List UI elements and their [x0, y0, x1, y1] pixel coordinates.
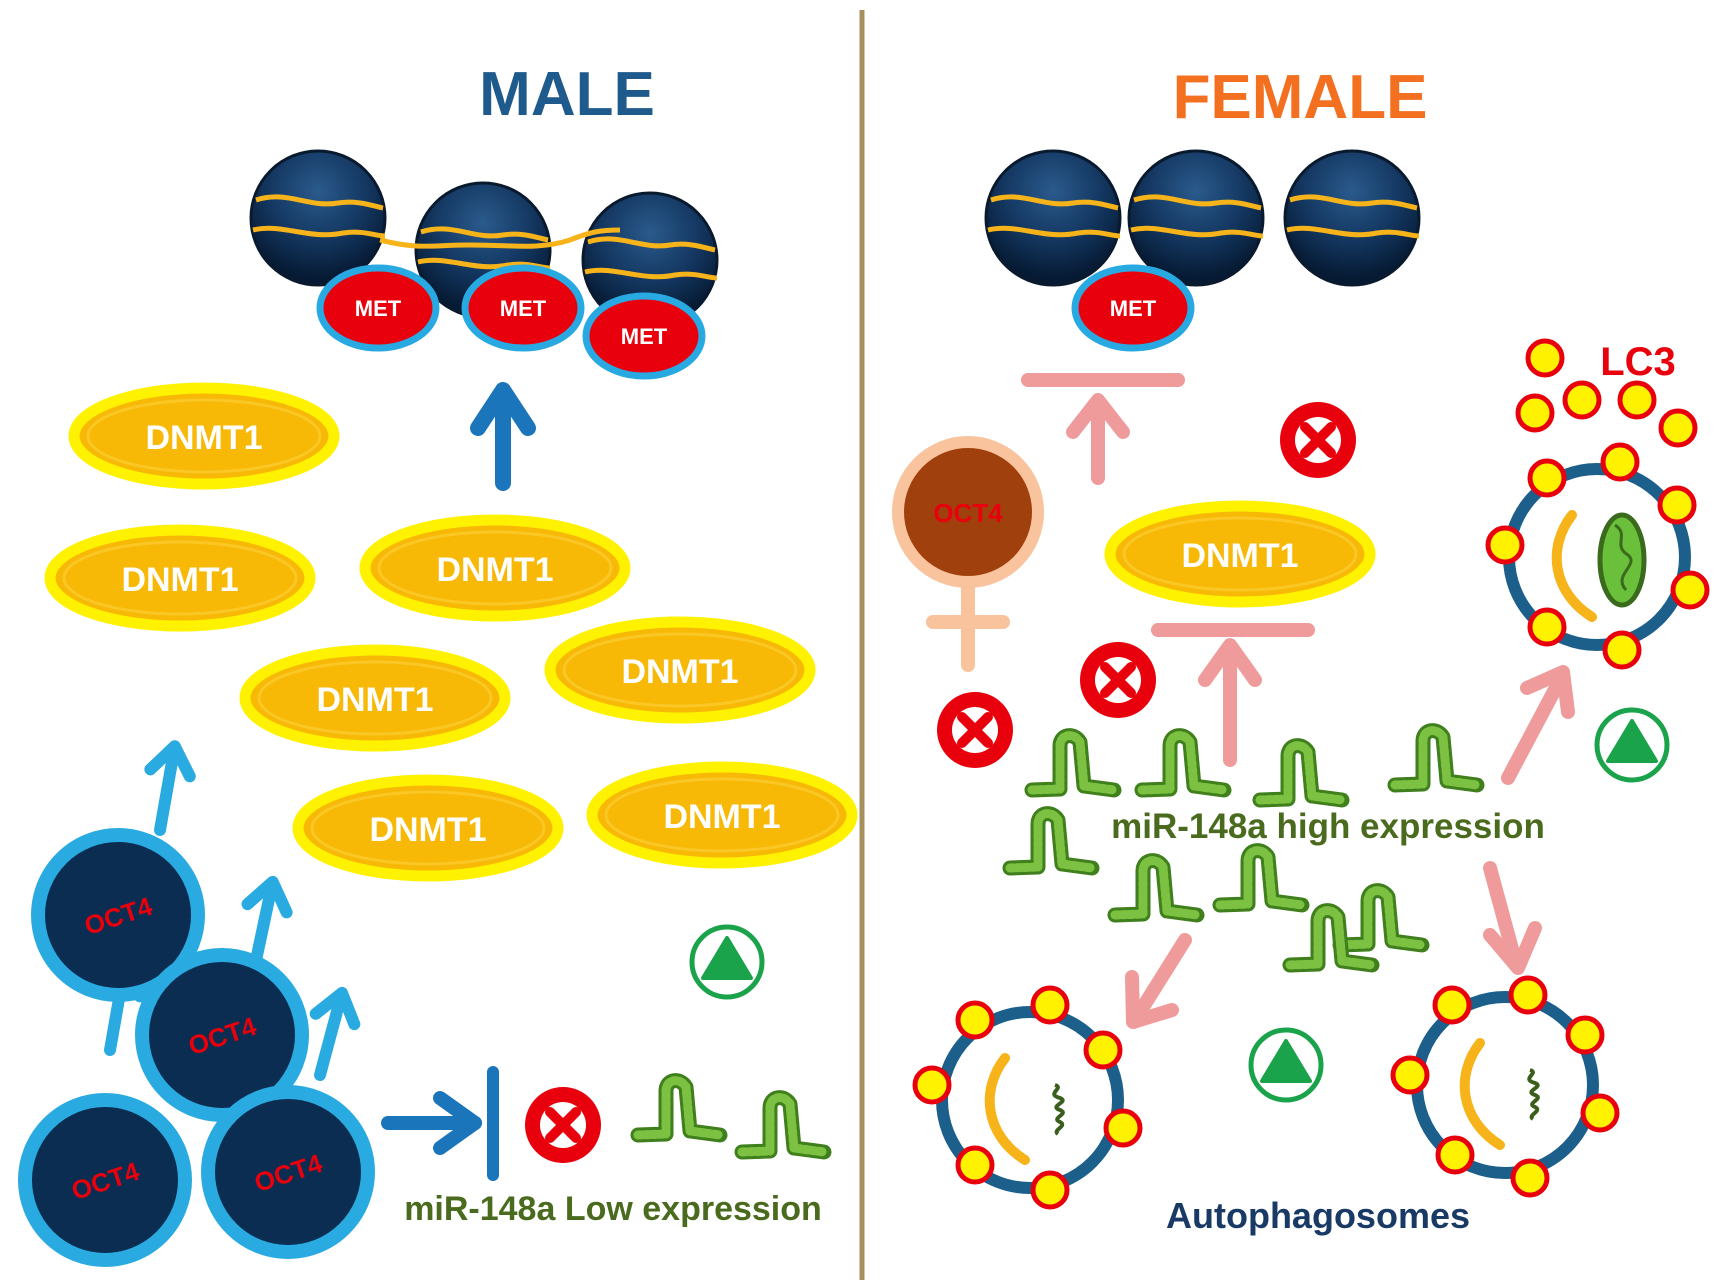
met-mark-female: MET	[1071, 264, 1195, 352]
mirna-icon	[1010, 814, 1092, 868]
up-symbol-icon	[1251, 1030, 1321, 1100]
dnmt1-label: DNMT1	[621, 653, 738, 691]
met-mark-2: MET	[461, 264, 585, 352]
dnmt1-label: DNMT1	[121, 561, 238, 599]
met-label: MET	[1110, 296, 1157, 321]
mir-high-label: miR-148a high expression	[1111, 807, 1545, 846]
met-label: MET	[621, 324, 668, 349]
dnmt1-female: DNMT1	[1110, 506, 1370, 602]
no-symbol-icon	[937, 692, 1013, 768]
female-nucleosomes	[986, 151, 1419, 285]
dnmt1-label: DNMT1	[1181, 537, 1298, 575]
no-symbol-icon	[1280, 402, 1356, 478]
male-title: MALE	[479, 60, 655, 129]
met-label: MET	[355, 296, 402, 321]
oct4-label: OCT4	[933, 498, 1003, 528]
oct4-4: OCT4	[208, 1092, 368, 1252]
lc3-dot-icon	[1661, 411, 1695, 445]
pink-arrow-downleft	[1125, 933, 1192, 1029]
mirna-icon	[1395, 731, 1477, 785]
inhibit-icon	[381, 1066, 499, 1181]
dnmt1-label: DNMT1	[369, 811, 486, 849]
lc3-label: LC3	[1600, 340, 1676, 384]
autophagosome-icon	[915, 988, 1140, 1207]
lc3-dot-icon	[1620, 383, 1654, 417]
dnmt1-label: DNMT1	[663, 798, 780, 836]
inhibit-icon	[1151, 623, 1315, 767]
met-mark-3: MET	[582, 292, 706, 380]
no-symbol-icon	[525, 1087, 601, 1163]
oct4-2: OCT4	[142, 955, 302, 1115]
mirna-icon	[1220, 851, 1302, 905]
male-nucleosomes	[251, 151, 717, 327]
mirna-icon	[1142, 736, 1224, 790]
dnmt1-3: DNMT1	[365, 520, 625, 616]
mirna-icon	[1260, 746, 1342, 800]
dnmt1-6: DNMT1	[298, 780, 558, 876]
up-symbol-icon	[692, 927, 762, 997]
oct4-1: OCT4	[38, 835, 198, 995]
dnmt1-4: DNMT1	[245, 650, 505, 746]
dnmt1-label: DNMT1	[145, 419, 262, 457]
mir-low-label: miR-148a Low expression	[404, 1190, 822, 1228]
met-label: MET	[500, 296, 547, 321]
dnmt1-1: DNMT1	[74, 388, 334, 484]
dnmt1-7: DNMT1	[592, 767, 852, 863]
female-symbol-icon: OCT4	[892, 436, 1044, 672]
dnmt1-5: DNMT1	[550, 622, 810, 718]
mirna-icon	[638, 1081, 720, 1135]
inhibit-icon	[1021, 373, 1185, 485]
lc3-dot-icon	[1565, 383, 1599, 417]
oct4-up-arrow	[301, 988, 362, 1080]
mirna-icon	[1340, 891, 1422, 945]
lc3-dot-icon	[1528, 341, 1562, 375]
dnmt1-label: DNMT1	[436, 551, 553, 589]
nucleosome-icon	[1285, 151, 1419, 285]
pink-arrow-downright	[1483, 861, 1542, 975]
up-arrow-icon	[470, 382, 536, 491]
nucleosome-icon	[986, 151, 1120, 285]
oct4-up-arrow	[140, 743, 194, 834]
pink-arrow-upright	[1501, 665, 1575, 785]
nucleosome-icon	[1129, 151, 1263, 285]
mirna-icon	[742, 1098, 824, 1152]
oct4-3: OCT4	[25, 1100, 185, 1260]
autophagosome-icon	[1488, 445, 1707, 667]
mirna-icon	[1032, 736, 1114, 790]
nucleosome-icon	[251, 151, 385, 285]
up-symbol-icon	[1597, 710, 1667, 780]
mirna-cluster	[1010, 731, 1477, 965]
lc3-dot-icon	[1518, 396, 1552, 430]
dnmt1-2: DNMT1	[50, 530, 310, 626]
mirna-icon	[1115, 861, 1197, 915]
female-title: FEMALE	[1173, 63, 1428, 132]
met-mark-1: MET	[316, 264, 440, 352]
dnmt1-label: DNMT1	[316, 681, 433, 719]
autophagosome-icon	[1393, 978, 1617, 1195]
no-symbol-icon	[1080, 642, 1156, 718]
autophagosomes-label: Autophagosomes	[1166, 1195, 1470, 1236]
